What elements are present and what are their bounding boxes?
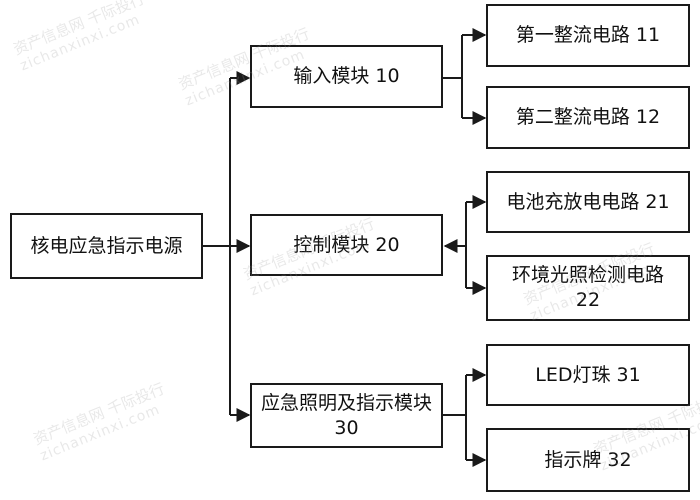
node-sign: 指示牌 32: [486, 428, 690, 492]
node-input-label: 输入模块 10: [293, 65, 400, 88]
node-battery: 电池充放电电路 21: [486, 171, 690, 233]
node-emergency-label: 应急照明及指示模块 30: [260, 391, 432, 439]
node-light-detect-label: 环境光照检测电路 22: [511, 264, 664, 311]
node-rect2: 第二整流电路 12: [486, 86, 690, 149]
node-led-label: LED灯珠 31: [535, 363, 641, 386]
node-input: 输入模块 10: [250, 45, 443, 108]
node-rect2-label: 第二整流电路 12: [515, 106, 661, 129]
node-rect1: 第一整流电路 11: [486, 4, 690, 67]
node-control: 控制模块 20: [250, 214, 443, 276]
node-led: LED灯珠 31: [486, 344, 690, 406]
node-emergency: 应急照明及指示模块 30: [250, 383, 443, 448]
node-root: 核电应急指示电源: [10, 213, 203, 279]
node-light-detect: 环境光照检测电路 22: [486, 255, 690, 321]
node-sign-label: 指示牌 32: [544, 448, 632, 471]
node-root-label: 核电应急指示电源: [30, 234, 183, 257]
node-control-label: 控制模块 20: [293, 233, 400, 256]
node-battery-label: 电池充放电电路 21: [506, 190, 670, 213]
node-rect1-label: 第一整流电路 11: [515, 24, 661, 47]
